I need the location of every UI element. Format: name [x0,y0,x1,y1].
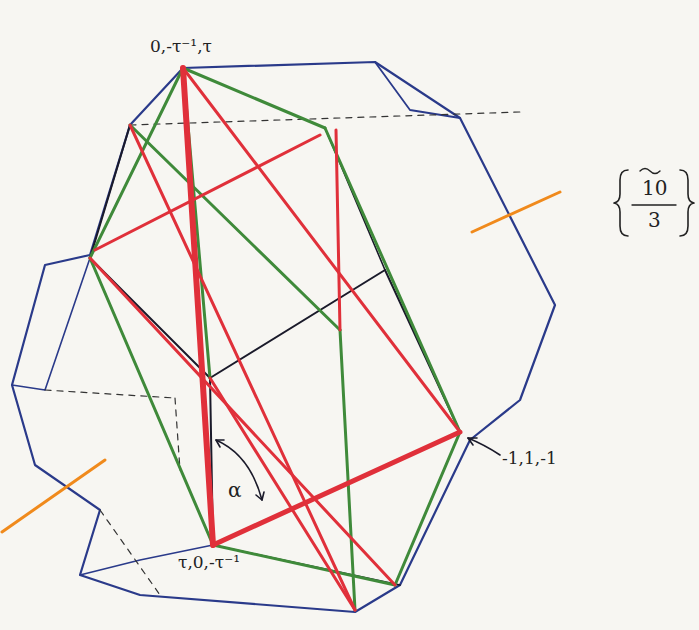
vertex-coordinate: τ,0,-τ⁻¹ [178,552,240,572]
vertex-coordinate: -1,1,-1 [502,448,557,468]
schlafli-denominator: 3 [648,208,661,232]
angle-symbol: α [228,478,242,502]
vertex-coordinate: 0,-τ⁻¹,τ [150,36,212,56]
schlafli-numerator: 10 [642,176,667,200]
